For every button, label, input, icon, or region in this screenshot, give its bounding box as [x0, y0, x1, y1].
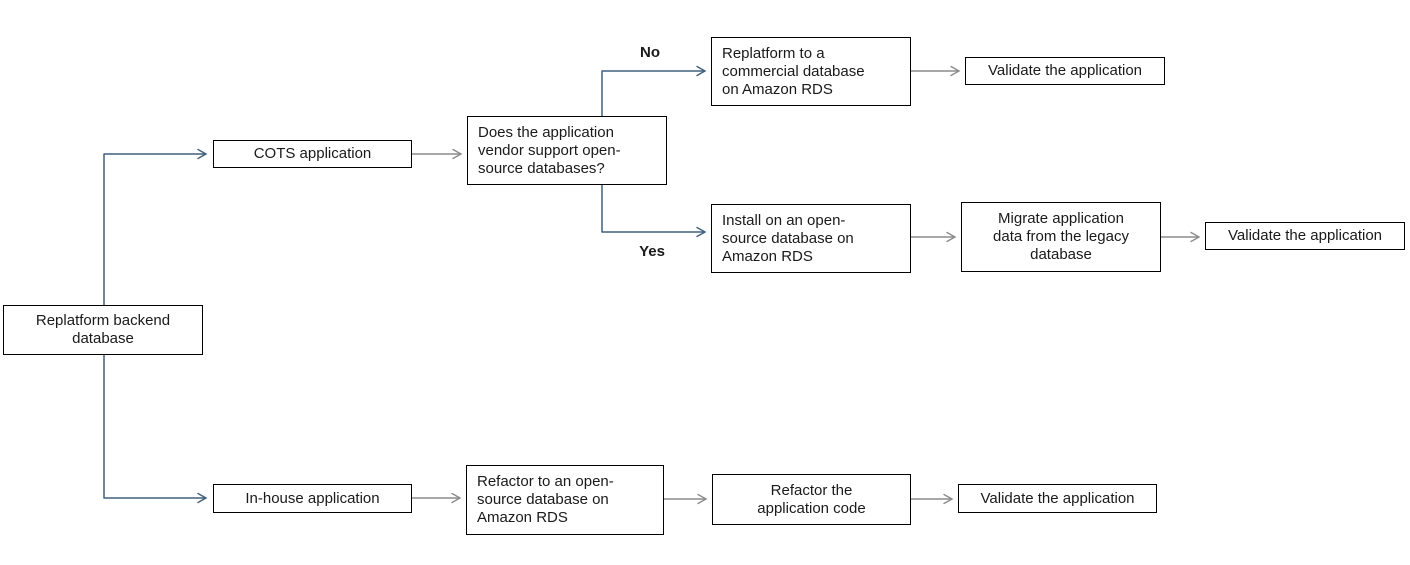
- node-label: Replatform to a commercial database on A…: [722, 44, 865, 98]
- connector-root-to-inhouse: [103, 355, 208, 504]
- node-refactor-opensource-db: Refactor to an open- source database on …: [466, 465, 664, 535]
- node-label: Validate the application: [988, 62, 1142, 79]
- node-label: Refactor the application code: [757, 481, 866, 517]
- connector-decision-no: [601, 65, 707, 116]
- node-label: Validate the application: [980, 489, 1135, 507]
- node-cots-application: COTS application: [213, 140, 412, 168]
- connector-decision-yes: [601, 185, 707, 238]
- connector-root-to-cots: [103, 148, 208, 305]
- node-replatform-backend-database: Replatform backend database: [3, 305, 203, 355]
- node-validate-application-top: Validate the application: [965, 57, 1165, 85]
- node-label: In-house application: [245, 489, 380, 507]
- node-label: Replatform backend database: [35, 312, 171, 347]
- node-label: Validate the application: [1228, 227, 1382, 244]
- node-label: Refactor to an open- source database on …: [477, 473, 614, 526]
- edge-label-yes: Yes: [639, 243, 665, 260]
- node-validate-application-middle: Validate the application: [1205, 222, 1405, 250]
- node-label: Migrate application data from the legacy…: [993, 210, 1129, 263]
- node-inhouse-application: In-house application: [213, 484, 412, 513]
- edge-label-no: No: [640, 44, 660, 61]
- node-label: Does the application vendor support open…: [478, 123, 621, 177]
- node-refactor-application-code: Refactor the application code: [712, 474, 911, 525]
- node-validate-application-bottom: Validate the application: [958, 484, 1157, 513]
- node-migrate-application-data: Migrate application data from the legacy…: [961, 202, 1161, 272]
- node-label: Install on an open- source database on A…: [722, 211, 854, 265]
- node-label: COTS application: [253, 145, 372, 162]
- node-replatform-commercial-db: Replatform to a commercial database on A…: [711, 37, 911, 106]
- node-decision-vendor-support: Does the application vendor support open…: [467, 116, 667, 185]
- node-install-opensource-db: Install on an open- source database on A…: [711, 204, 911, 273]
